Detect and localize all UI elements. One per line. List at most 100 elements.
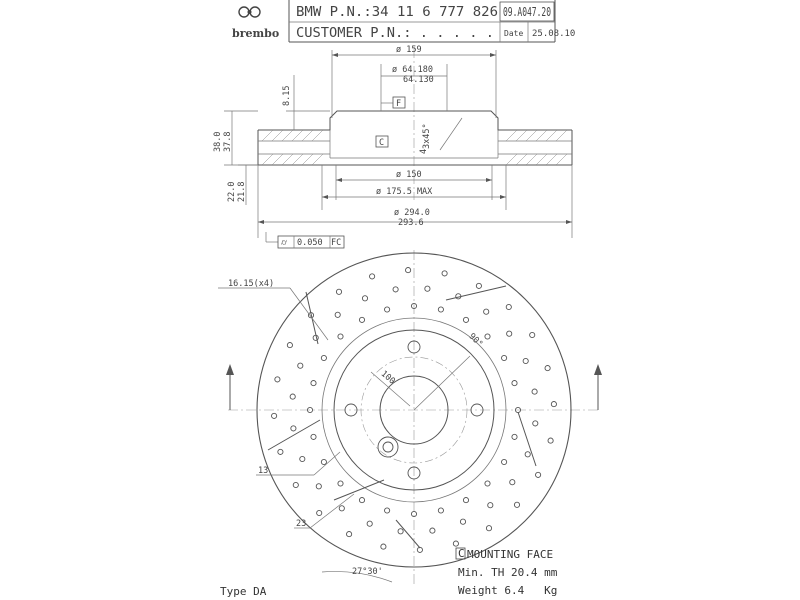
- drill-hole: [513, 501, 521, 508]
- drill-hole: [441, 270, 448, 277]
- tolerance-frame: ⌭ 0.050 FC: [265, 232, 345, 249]
- drill-hole: [483, 308, 490, 315]
- center-bore: [379, 375, 449, 445]
- drill-hole: [392, 286, 399, 293]
- drill-hole: [405, 267, 412, 274]
- drill-hole: [334, 311, 341, 318]
- drill-hole: [271, 412, 278, 419]
- dim-21-8: 21.8: [237, 182, 247, 202]
- drill-hole: [485, 525, 493, 532]
- dim-hole-count: 16.15(x4): [228, 279, 274, 289]
- drill-hole: [532, 420, 539, 427]
- tolerance-value: 0.050: [297, 238, 323, 248]
- tolerance-ref: FC: [331, 238, 341, 248]
- drill-hole: [511, 380, 518, 387]
- drill-hole: [550, 401, 557, 408]
- drill-hole: [369, 273, 376, 280]
- drill-hole: [299, 455, 306, 463]
- drill-hole: [286, 342, 293, 349]
- drill-hole: [506, 330, 513, 337]
- drill-hole: [346, 531, 353, 538]
- drill-hole: [475, 282, 482, 289]
- drill-hole: [501, 458, 508, 466]
- drill-hole: [289, 393, 296, 400]
- drill-hole: [380, 543, 387, 550]
- dim-dia-150: ø 150: [396, 170, 422, 180]
- bolt-holes: [344, 340, 484, 480]
- drill-hole: [459, 518, 467, 525]
- catalog-code: 09.A047.20: [503, 5, 551, 19]
- brake-slots: [267, 285, 537, 549]
- drill-hole: [547, 437, 554, 444]
- drill-hole: [410, 302, 418, 310]
- drill-hole: [524, 451, 531, 458]
- drilled-holes: [271, 267, 557, 553]
- date-value: 25.08.10: [532, 29, 575, 39]
- outer-rim: [256, 252, 572, 568]
- drill-hole: [522, 357, 529, 365]
- dim-chamfer-3x45: 3x45°: [422, 123, 432, 149]
- drill-hole: [338, 505, 345, 512]
- note-weight: Weight 6.4 Kg: [458, 584, 557, 597]
- customer-part-number: CUSTOMER P.N.: . . . . .: [296, 26, 494, 41]
- drill-hole: [501, 354, 508, 362]
- drill-hole: [410, 510, 418, 518]
- drill-hole: [452, 540, 459, 547]
- drill-hole: [320, 354, 327, 362]
- drill-hole: [310, 380, 317, 387]
- drill-hole: [290, 425, 297, 432]
- drill-hole: [292, 481, 299, 489]
- drill-hole: [424, 285, 431, 292]
- drill-hole: [277, 448, 284, 455]
- drill-hole: [384, 306, 391, 313]
- drill-hole: [358, 316, 366, 323]
- dim-37-8: 37.8: [223, 132, 233, 152]
- note-min-thickness: Min. TH 20.4 mm: [458, 566, 558, 579]
- title-block: brembo BMW P.N.:34 11 6 777 826 09.A047.…: [232, 0, 575, 43]
- drill-hole: [397, 528, 404, 535]
- section-hatch-right: [505, 129, 568, 166]
- dim-22-0: 22.0: [227, 182, 237, 202]
- datum-c: C: [379, 138, 384, 148]
- drill-hole: [335, 288, 343, 295]
- drill-hole: [529, 331, 536, 339]
- drill-hole: [316, 509, 323, 517]
- drill-hole: [544, 365, 551, 372]
- dim-23: 23: [296, 519, 306, 529]
- notes-block: C MOUNTING FACE Min. TH 20.4 mm Weight 6…: [220, 547, 558, 598]
- drill-hole: [366, 520, 373, 527]
- drill-hole: [484, 480, 491, 487]
- drill-hole: [487, 502, 494, 509]
- pcd-circle: [360, 356, 468, 464]
- drill-hole: [505, 303, 512, 311]
- drill-hole: [429, 527, 436, 534]
- brand-name: brembo: [232, 27, 279, 40]
- drill-hole: [484, 333, 491, 340]
- dim-chamfer-4: 4: [419, 149, 429, 154]
- tolerance-symbol: ⌭: [281, 238, 288, 248]
- drill-hole: [462, 316, 470, 323]
- brembo-logo: brembo: [232, 6, 279, 40]
- drill-hole: [358, 497, 366, 504]
- dim-8-15: 8.15: [282, 86, 292, 106]
- drill-hole: [437, 306, 444, 313]
- dim-dia-175-5: ø 175.5 MAX: [376, 187, 433, 197]
- dim-angle-90: 90°: [467, 332, 485, 350]
- drill-hole: [297, 362, 304, 369]
- drill-hole: [320, 458, 327, 466]
- dim-dia-159: ø 159: [396, 45, 422, 55]
- drill-hole: [384, 507, 391, 514]
- date-label: Date: [504, 29, 523, 38]
- dim-64-130: 64.130: [403, 75, 434, 85]
- friction-ring-inner: [321, 317, 507, 503]
- dim-dia-64-180: ø 64.180: [392, 65, 433, 75]
- dim-angle-27: 27°30': [352, 567, 383, 577]
- plan-view: 16.15(x4) 90° 100 13 23 27°30': [218, 250, 602, 585]
- drill-hole: [337, 333, 344, 340]
- part-number: BMW P.N.:34 11 6 777 826: [296, 5, 498, 20]
- dim-pcd-100: 100: [379, 369, 397, 387]
- note-mounting-face: MOUNTING FACE: [467, 548, 553, 561]
- dim-13: 13: [258, 466, 268, 476]
- note-type: Type DA: [220, 585, 267, 598]
